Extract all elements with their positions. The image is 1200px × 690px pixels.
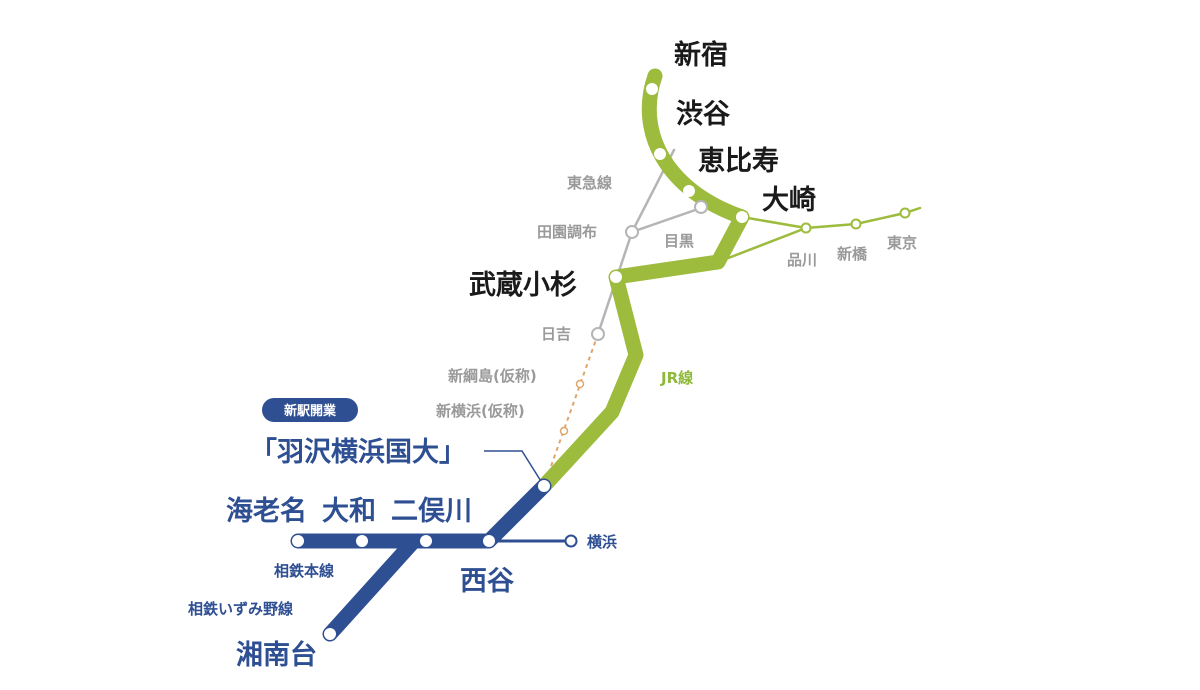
jr-main-line bbox=[536, 68, 750, 494]
label-hiyoshi: 日吉 bbox=[541, 325, 571, 343]
station-dot-tokyo bbox=[899, 207, 911, 219]
station-dot-shintsunashima bbox=[575, 379, 585, 389]
label-shonandai: 湘南台 bbox=[236, 639, 317, 671]
planned-line-dashed bbox=[543, 333, 599, 487]
station-dot-shinjuku bbox=[646, 83, 658, 95]
station-dot-yamato bbox=[356, 535, 368, 547]
sotetsu-hazawa-branch bbox=[481, 478, 552, 549]
label-shibuya: 渋谷 bbox=[676, 99, 731, 130]
new-station-leader-line bbox=[484, 450, 545, 487]
label-hazawa: 「羽沢横浜国大」 bbox=[250, 436, 466, 468]
station-dot-denenchofu bbox=[625, 225, 639, 239]
badge-label: 新駅開業 bbox=[284, 403, 337, 419]
label-shinagawa: 品川 bbox=[787, 251, 817, 269]
station-dot-hazawa bbox=[538, 480, 550, 492]
station-dot-shinagawa bbox=[800, 222, 812, 234]
label-shimbashi: 新橋 bbox=[837, 245, 868, 263]
small-station-dots bbox=[559, 200, 911, 548]
label-nishiya: 西谷 bbox=[460, 566, 515, 597]
sotetsu-lines bbox=[290, 478, 573, 642]
station-dot-hiyoshi bbox=[591, 327, 605, 341]
station-labels: 新宿 渋谷 恵比寿 大崎 武蔵小杉 「羽沢横浜国大」 海老名 大和 二俣川 西谷… bbox=[188, 39, 917, 671]
station-dot-shibuya bbox=[654, 148, 666, 160]
sotetsu-izumino-line bbox=[322, 533, 422, 642]
label-futamatagawa: 二俣川 bbox=[391, 496, 472, 527]
badge-background bbox=[262, 398, 358, 422]
station-dot-nishiya bbox=[483, 535, 495, 547]
label-yokohama: 横浜 bbox=[587, 533, 617, 551]
label-ebina: 海老名 bbox=[226, 495, 307, 527]
label-osaki: 大崎 bbox=[762, 185, 816, 216]
label-denenchofu: 田園調布 bbox=[537, 223, 597, 241]
station-dots bbox=[292, 83, 748, 640]
label-musashikosugi: 武蔵小杉 bbox=[469, 270, 577, 301]
label-yamato: 大和 bbox=[322, 496, 376, 527]
station-dot-osaki bbox=[736, 211, 748, 223]
station-dot-ebina bbox=[292, 535, 304, 547]
label-shintsunashima: 新綱島(仮称) bbox=[448, 367, 537, 385]
label-meguro: 目黒 bbox=[664, 232, 694, 250]
label-sotetsu-izumino: 相鉄いずみ野線 bbox=[188, 600, 293, 618]
label-ebisu: 恵比寿 bbox=[698, 146, 779, 177]
new-station-badge: 新駅開業 bbox=[262, 398, 358, 422]
label-tokyu-line: 東急線 bbox=[567, 174, 612, 192]
station-dot-meguro bbox=[694, 200, 708, 214]
label-shinyokohama: 新横浜(仮称) bbox=[436, 402, 525, 420]
station-dot-futamatagawa bbox=[420, 535, 432, 547]
station-dot-yokohama bbox=[564, 534, 578, 548]
label-shinjuku: 新宿 bbox=[674, 39, 728, 71]
station-dot-shimbashi bbox=[850, 218, 862, 230]
label-jr-line: JR線 bbox=[660, 369, 693, 387]
station-dot-ebisu bbox=[683, 185, 695, 197]
label-tokyo: 東京 bbox=[887, 234, 917, 252]
station-dot-shinyokohama bbox=[559, 426, 569, 436]
label-sotetsu-main: 相鉄本線 bbox=[274, 562, 334, 580]
station-dot-shonandai bbox=[324, 628, 336, 640]
jr-thin-line-musashikosugi-shinagawa bbox=[716, 226, 808, 264]
station-dot-musashikosugi bbox=[610, 271, 622, 283]
